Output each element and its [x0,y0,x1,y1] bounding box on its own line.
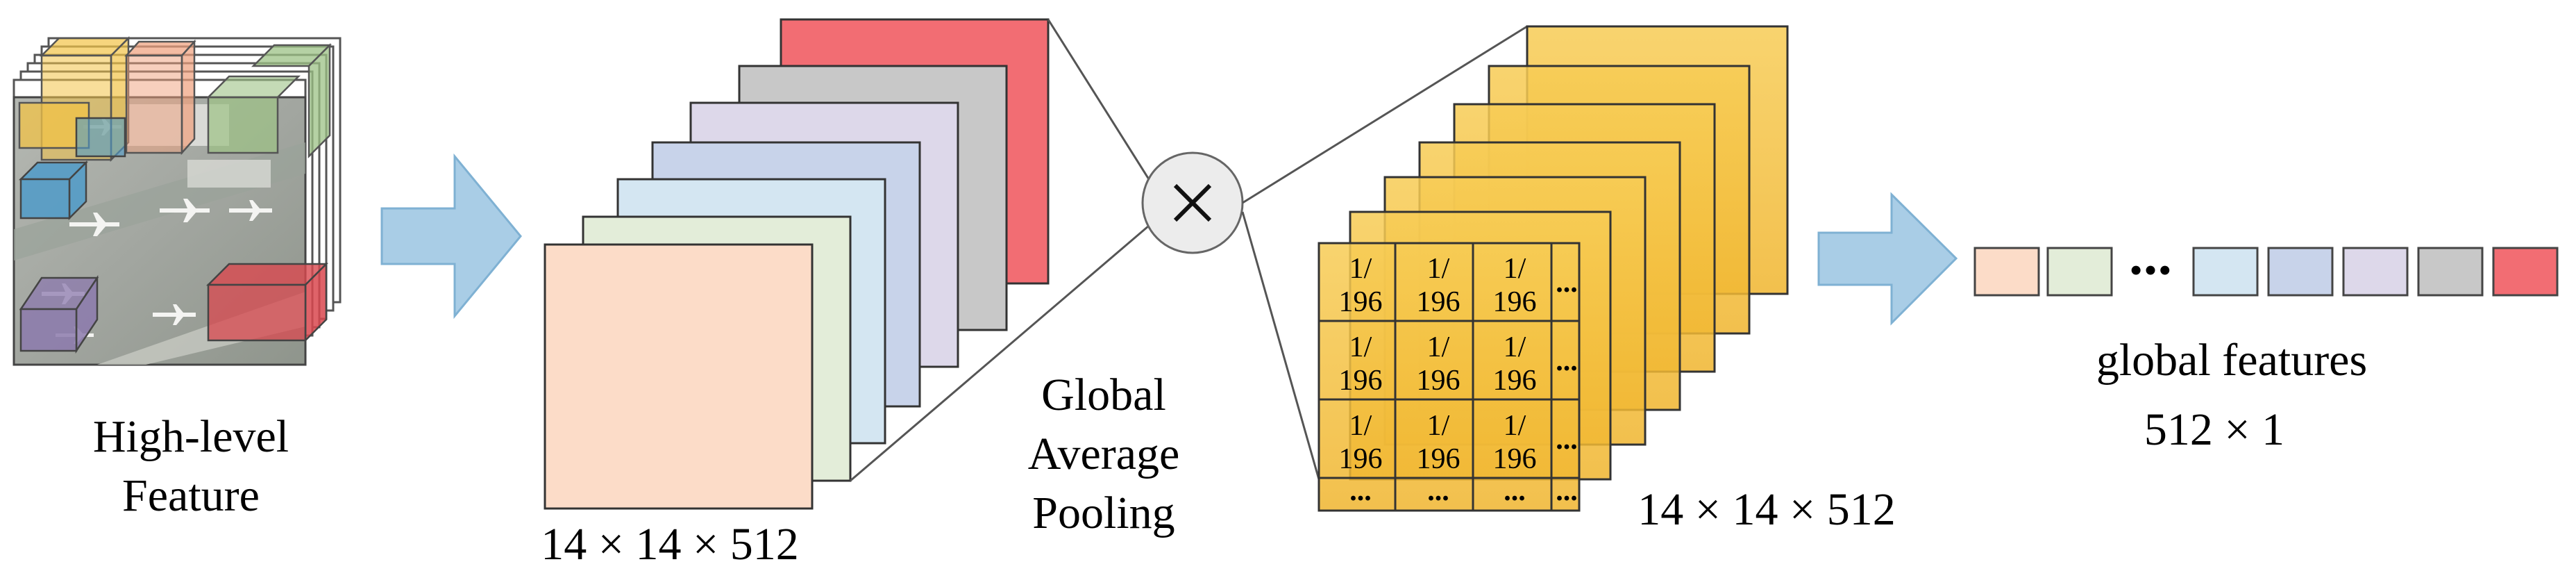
gap-projection-lines [850,19,1150,482]
weight-cell: 1/ [1427,253,1450,285]
weight-cell-ellipsis: ... [1427,475,1449,507]
weight-cell: 1/ [1349,410,1372,442]
feature-channel-peach [544,243,814,510]
feature-map-stack [544,18,1050,510]
weight-cell: 1/ [1427,410,1450,442]
vector-cell-gray [2417,247,2484,297]
region-box-orange [124,39,196,156]
weight-grid: 1/ 196 1/ 196 1/ 196 ... 1/ 196 1/ 196 1… [1319,243,1579,511]
region-box-green [205,42,332,159]
multiply-icon [1141,151,1244,254]
weight-cell: 1/ [1349,331,1372,363]
weight-cell-ellipsis: ... [1556,475,1578,507]
weight-cell: 196 [1339,443,1383,475]
weight-cell: 196 [1417,286,1460,318]
weight-map-stack [1318,25,1789,512]
weight-cell: 196 [1493,365,1537,397]
expansion-lines [1241,25,1528,480]
weight-cell: 196 [1417,443,1460,475]
high-level-label-line1: High-level [93,411,289,462]
weight-cell: 1/ [1504,253,1526,285]
weight-cell: 196 [1417,365,1460,397]
weight-cell: 196 [1339,286,1383,318]
high-level-feature-cube [12,35,342,366]
high-level-label-line2: Feature [122,470,260,521]
weight-cell: 1/ [1504,410,1526,442]
vector-cell-peach [1973,247,2040,297]
region-box-red [205,261,329,343]
weight-cell-ellipsis: ... [1504,475,1526,507]
global-features-label: global features [2096,335,2367,386]
weight-cell: 1/ [1504,331,1526,363]
weight-cell: 1/ [1349,253,1372,285]
region-box-blue [18,117,126,221]
vector-cell-lavender [2342,247,2409,297]
weight-cell: 1/ [1427,331,1450,363]
weight-map-dims: 14 × 14 × 512 [1638,484,1895,535]
weight-cell-ellipsis: ... [1349,475,1372,507]
weight-cell-ellipsis: ... [1556,424,1578,456]
weight-cell: 196 [1493,443,1537,475]
region-box-purple [19,274,99,354]
block-arrow-right-icon [380,153,522,320]
global-feature-vector [1973,247,2559,297]
vector-cell-lightblue [2192,247,2259,297]
weight-cell: 196 [1339,365,1383,397]
global-features-dims: 512 × 1 [2144,404,2284,455]
weight-cell-ellipsis: ... [1556,345,1578,377]
gap-label-line1: Global [1041,370,1166,420]
vector-cell-green [2046,247,2113,297]
feature-map-dims: 14 × 14 × 512 [541,519,798,570]
vector-ellipsis: ••• [2130,252,2173,289]
weight-cell-ellipsis: ... [1556,267,1578,299]
gap-label-line3: Pooling [1032,488,1175,538]
gap-label-line2: Average [1028,429,1180,479]
block-arrow-right-icon [1817,192,1958,326]
vector-cell-periwinkle [2267,247,2334,297]
weight-cell: 196 [1493,286,1537,318]
vector-cell-red [2492,247,2559,297]
